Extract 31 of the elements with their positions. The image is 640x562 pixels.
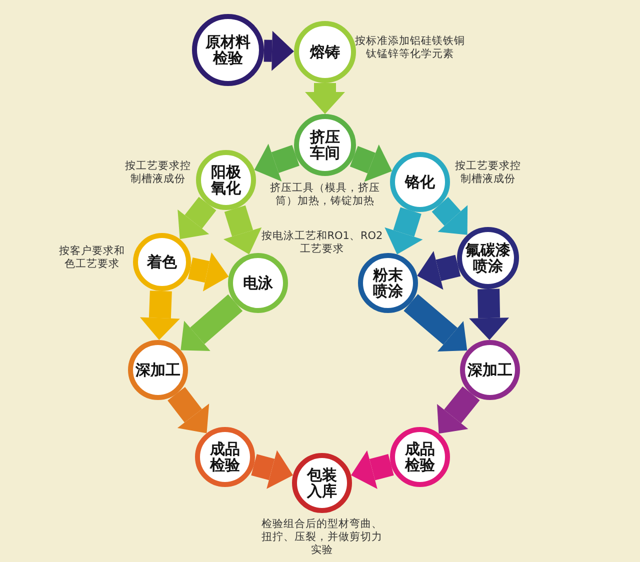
step-label: 熔铸	[308, 44, 341, 60]
annotation-text: 按工艺要求控制槽液成份	[454, 160, 522, 186]
step-label: 氟碳漆喷涂	[465, 242, 511, 274]
process-circle	[390, 152, 450, 212]
block-arrow	[305, 83, 345, 114]
step-label: 挤压车间	[308, 129, 341, 161]
annotation-text: 检验组合后的型材弯曲、扭拧、压裂，并做剪切力实验	[260, 518, 384, 557]
annotation-text: 按工艺要求控制槽液成份	[124, 160, 192, 186]
step-label: 阳极氧化	[210, 164, 242, 196]
process-circle	[358, 253, 418, 313]
block-arrow	[264, 30, 294, 71]
process-circle	[228, 253, 288, 313]
step-label: 成品检验	[208, 441, 241, 473]
annotation-text: 挤压工具（模具，挤压筒）加热，铸锭加热	[269, 182, 381, 208]
block-arrow	[469, 288, 510, 340]
step-label: 深加工	[466, 362, 514, 378]
step-label: 原材料检验	[204, 34, 252, 66]
step-label: 粉末喷涂	[372, 267, 404, 299]
process-circle	[196, 150, 256, 210]
step-label: 着色	[146, 254, 178, 270]
step-label: 深加工	[134, 362, 182, 378]
annotation-text: 按标准添加铝硅镁铁铜钛锰锌等化学元素	[354, 35, 466, 61]
process-circle	[390, 427, 450, 487]
step-label: 电泳	[242, 275, 274, 291]
annotation-text: 按电泳工艺和RO1、RO2工艺要求	[260, 230, 384, 256]
process-circle	[195, 427, 255, 487]
block-arrow	[140, 290, 180, 340]
step-label: 包装入库	[306, 467, 338, 499]
step-label: 成品检验	[404, 441, 436, 473]
annotation-text: 按客户要求和色工艺要求	[58, 245, 126, 271]
step-label: 铬化	[404, 174, 436, 190]
